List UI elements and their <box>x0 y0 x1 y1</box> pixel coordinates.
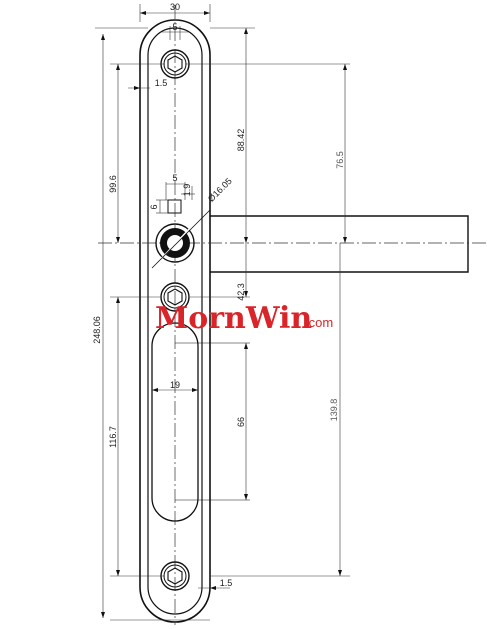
dim-lower-span: 116.7 <box>108 426 118 448</box>
dim-spindle-to-hole: 42.3 <box>236 283 246 301</box>
dim-top-hole-to-spindle: 88.42 <box>236 129 246 152</box>
center-lines <box>98 5 487 625</box>
dim-square-height: 6 <box>149 204 159 209</box>
brand-logo-tld: .com <box>305 315 333 330</box>
spindle-cylinder <box>151 209 211 269</box>
square-cutout <box>167 199 182 214</box>
dimension-arrows <box>101 11 347 618</box>
dim-edge-offset-bottom: 1.5 <box>220 578 233 588</box>
lever-bar <box>210 215 469 273</box>
dim-spindle-to-bar: 76.5 <box>335 151 345 169</box>
dim-plate-width: 30 <box>170 2 180 12</box>
dim-spindle-to-bottom: 139.8 <box>329 399 339 422</box>
dim-top-to-spindle: 99.6 <box>108 175 118 193</box>
dimension-lines <box>95 4 350 621</box>
dim-square-width: 5 <box>172 173 177 183</box>
dim-total-height: 248.06 <box>92 316 102 344</box>
dim-square-small: 1.9 <box>182 184 192 197</box>
middle-screw-hole <box>160 282 190 312</box>
brand-logo-main: MornWin <box>155 301 312 336</box>
dim-top-hole-width: 5 <box>172 22 177 32</box>
long-slot <box>151 322 250 522</box>
dim-slot-width: 19 <box>170 380 180 390</box>
dim-slot-length: 66 <box>236 417 246 427</box>
dim-edge-offset-top: 1.5 <box>155 78 168 88</box>
brand-logo: MornWin .com <box>155 301 333 336</box>
